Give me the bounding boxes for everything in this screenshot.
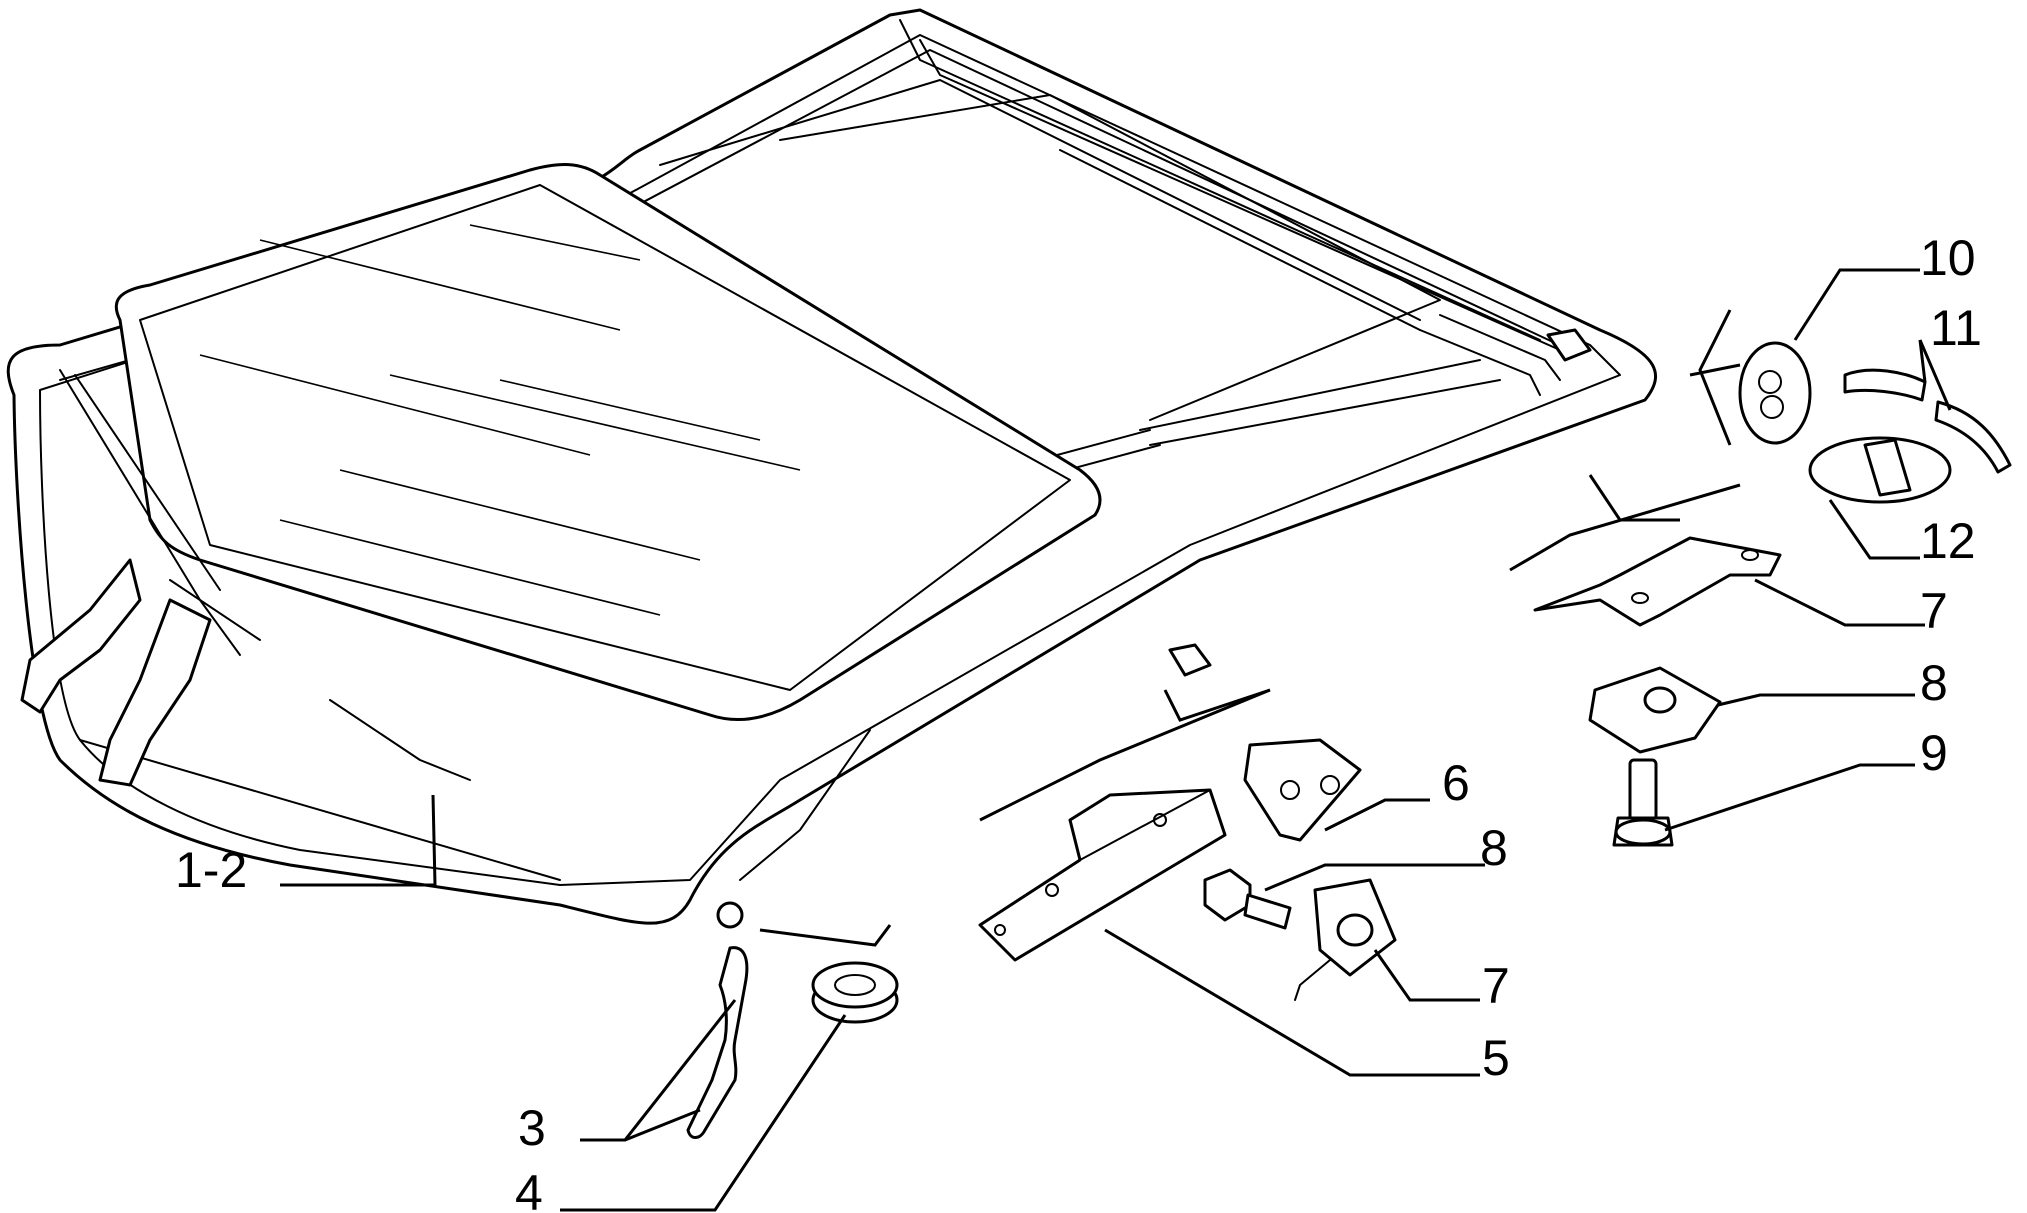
callout-10: 10: [1920, 230, 1976, 286]
callout-11: 11: [1930, 300, 1982, 356]
seal-strips: [1843, 368, 2012, 474]
drain-hose: [686, 946, 749, 1139]
right-bracket: [1533, 536, 1782, 627]
callout-7-right: 7: [1920, 583, 1948, 639]
callout-7-middle: 7: [1482, 958, 1510, 1014]
plastic-clip: [1808, 436, 1952, 504]
callout-9: 9: [1920, 725, 1948, 781]
clip-nut-right: [1588, 666, 1722, 754]
callout-12: 12: [1920, 513, 1976, 569]
sunroof-assembly: [6, 8, 1657, 929]
screw: [1203, 868, 1292, 930]
callout-1-2: 1-2: [175, 842, 247, 898]
bolt: [1612, 758, 1674, 847]
callout-8-middle: 8: [1480, 820, 1508, 876]
callout-5: 5: [1482, 1030, 1510, 1086]
leader-lines: [280, 268, 1952, 1212]
double-grommet: [1738, 341, 1812, 445]
callout-8-right: 8: [1920, 655, 1948, 711]
grommet: [811, 961, 899, 1024]
clip-nut: [1294, 878, 1397, 1001]
plate-bracket: [1243, 738, 1362, 842]
long-bracket: [978, 788, 1227, 962]
callout-6: 6: [1442, 755, 1470, 811]
callout-4: 4: [515, 1165, 543, 1213]
callout-3: 3: [518, 1100, 546, 1156]
